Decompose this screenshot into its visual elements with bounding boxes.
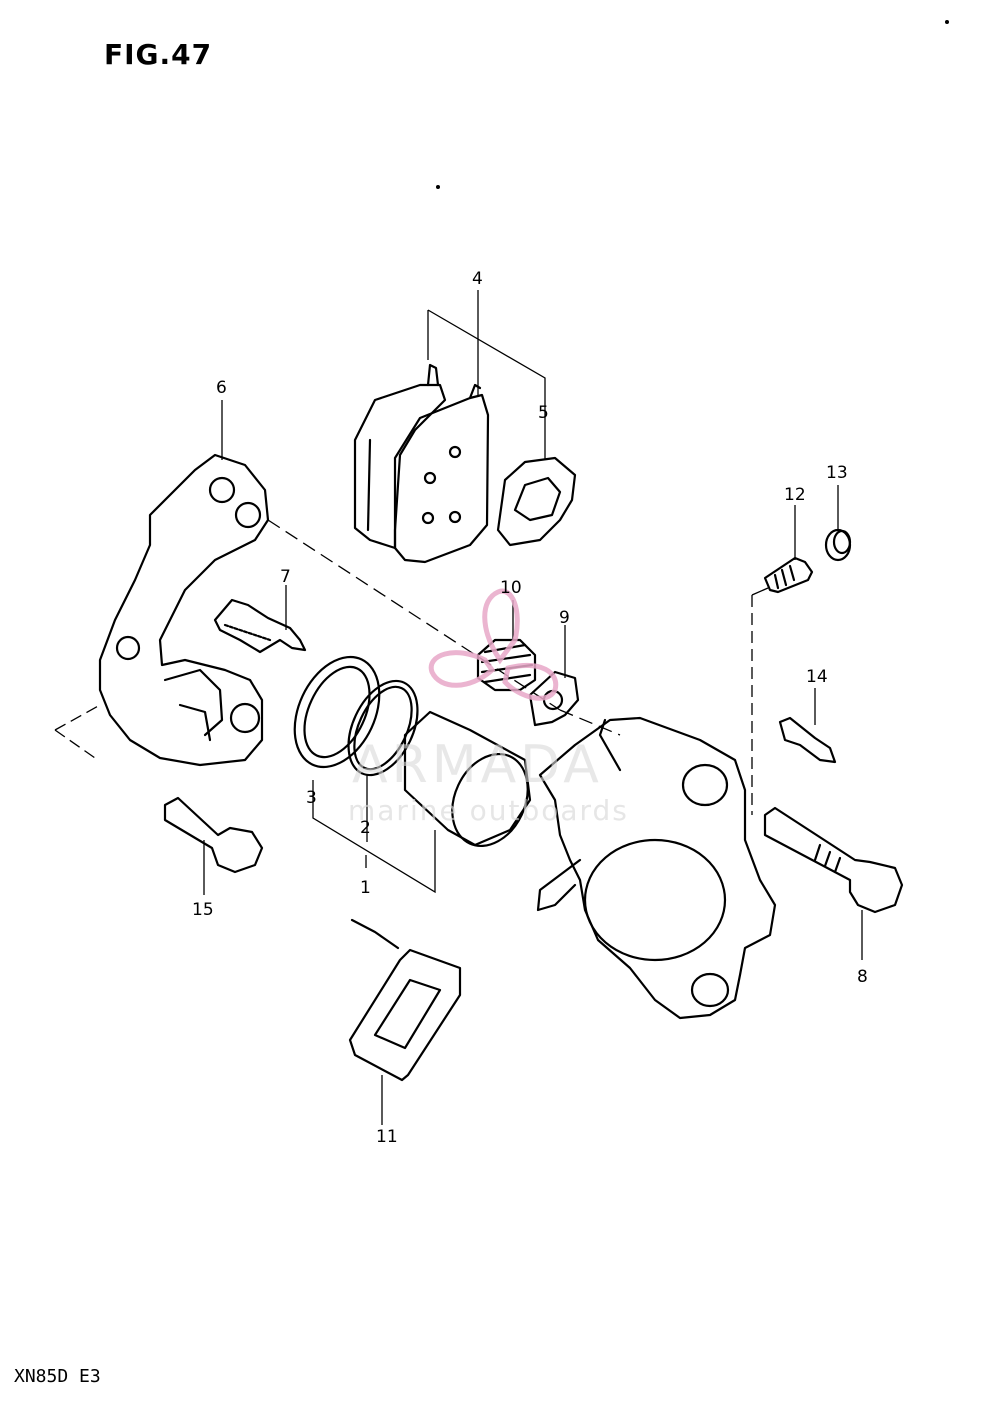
callout-labels: 1 2 3 4 5 6 7 8 9 10 11 12 13 14 15 <box>192 269 868 1147</box>
piston-seal-part <box>293 655 381 769</box>
callout-6: 6 <box>216 378 227 398</box>
slide-pin-bolt-part <box>763 806 904 914</box>
bracket-bolt-part <box>163 796 264 874</box>
bleeder-cap-part <box>824 528 852 562</box>
callout-2: 2 <box>360 818 371 838</box>
callout-10: 10 <box>500 578 522 598</box>
callout-8: 8 <box>857 967 868 987</box>
pad-shim-part <box>496 456 577 547</box>
callout-1: 1 <box>360 878 371 898</box>
brake-pads-part <box>353 363 490 564</box>
callout-7: 7 <box>280 567 291 587</box>
callout-5: 5 <box>538 403 549 423</box>
speck <box>436 185 440 189</box>
clip-part <box>778 716 837 764</box>
pad-retainer-part <box>348 918 462 1082</box>
callout-14: 14 <box>806 667 828 687</box>
figure-title: FIG.47 <box>104 38 213 71</box>
bleeder-valve-part <box>763 556 814 594</box>
callout-12: 12 <box>784 485 806 505</box>
propeller-logo-icon <box>428 588 559 701</box>
callout-3: 3 <box>306 788 317 808</box>
speck <box>945 20 949 24</box>
callout-13: 13 <box>826 463 848 483</box>
callout-9: 9 <box>559 608 570 628</box>
pad-spring-part <box>213 598 307 654</box>
caliper-body-part <box>536 716 777 1020</box>
callout-15: 15 <box>192 900 214 920</box>
callout-4: 4 <box>472 269 483 289</box>
model-code: XN85D E3 <box>14 1366 101 1387</box>
piston-part <box>403 710 532 848</box>
watermark-brand: ARMADA <box>352 735 603 795</box>
watermark-tagline: marine outboards <box>348 794 629 827</box>
leader-lines <box>54 290 863 1125</box>
spring-part <box>476 638 537 692</box>
caliper-bracket-part <box>98 453 270 767</box>
callout-11: 11 <box>376 1127 398 1147</box>
watermark: ARMADA marine outboards <box>348 588 629 827</box>
